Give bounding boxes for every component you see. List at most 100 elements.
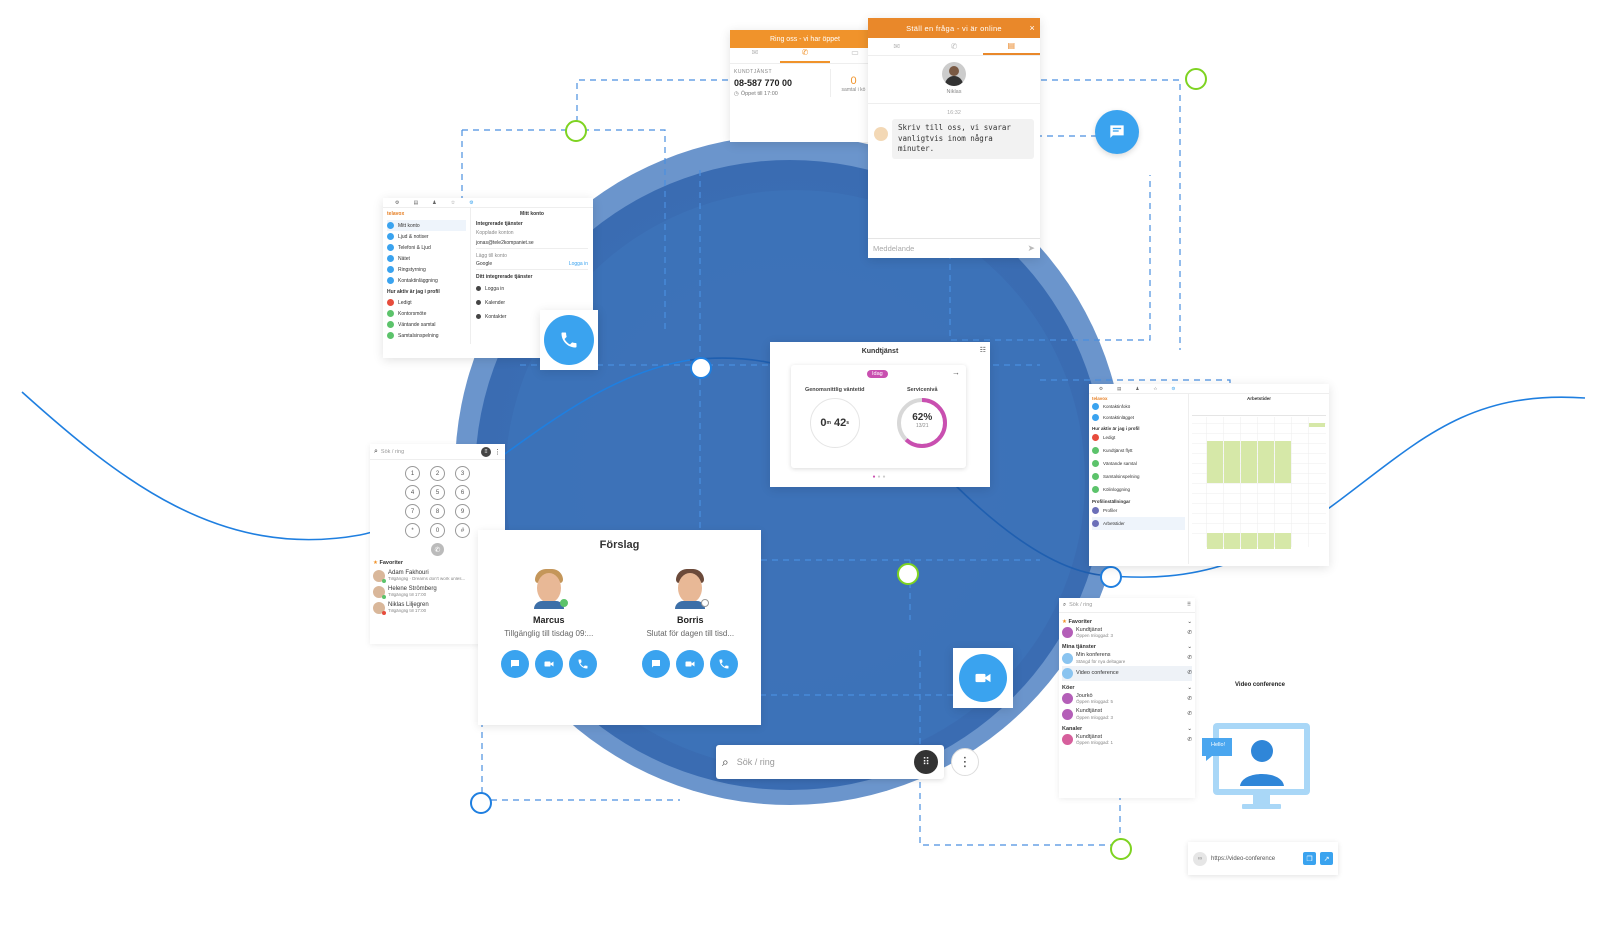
chevron-down-icon[interactable]: ⌄ [1187, 619, 1192, 625]
keypad-icon[interactable]: ⠿ [914, 750, 938, 774]
phone-button[interactable] [710, 650, 739, 678]
keypad-key[interactable]: 5 [430, 485, 445, 500]
toolbar-icon[interactable]: ☆ [1153, 386, 1158, 391]
chevron-down-icon[interactable]: ⌄ [1187, 684, 1192, 691]
add-account-button[interactable]: Logga in [568, 261, 588, 267]
video-button[interactable] [676, 650, 705, 678]
close-icon[interactable]: × [1029, 23, 1035, 33]
keypad-key[interactable]: 8 [430, 504, 445, 519]
video-button[interactable] [534, 650, 563, 678]
arrow-right-icon[interactable]: → [952, 368, 960, 377]
phone-icon[interactable]: ✆ [1187, 736, 1192, 743]
profile-setting-item[interactable]: Profiler [1092, 504, 1185, 517]
dialer-search[interactable]: ⌕ Sök / ring ⠿ ⋮ [370, 444, 505, 460]
phone-icon[interactable]: ✆ [950, 42, 958, 51]
phone-icon[interactable]: ✆ [1187, 655, 1192, 662]
toolbar-icon[interactable]: ♟ [432, 200, 437, 206]
chat-button[interactable] [500, 650, 529, 678]
profile-item[interactable]: Kundtjänst flytt [1092, 444, 1185, 457]
profile-item[interactable]: Kölinloggning [1092, 483, 1185, 496]
phone-icon[interactable]: ✆ [1187, 711, 1192, 718]
toolbar-icon[interactable]: ▤ [1117, 386, 1122, 391]
video-icon[interactable] [959, 654, 1007, 702]
copy-icon[interactable]: ❐ [1303, 852, 1316, 865]
keypad-icon[interactable]: ⠿ [1186, 602, 1191, 608]
keypad-key[interactable]: 2 [430, 466, 445, 481]
profile-item[interactable]: Kontorsmöte [387, 308, 466, 319]
dialer-search-input[interactable]: Sök / ring [380, 448, 405, 455]
keypad-key[interactable]: 7 [405, 504, 420, 519]
phone-icon[interactable]: ✆ [1187, 629, 1192, 636]
sidebar-item[interactable]: Nätet [387, 253, 466, 264]
schedule-block[interactable] [1241, 441, 1257, 483]
profile-item[interactable]: Väntande samtal [1092, 457, 1185, 470]
phone-icon[interactable] [544, 315, 594, 365]
chat-icon[interactable]: ▭ [851, 48, 859, 57]
mail-icon[interactable]: ✉ [751, 48, 759, 57]
phone-icon[interactable]: ✆ [1187, 695, 1192, 702]
external-link-icon[interactable]: ↗ [1320, 852, 1333, 865]
phone-icon[interactable]: ✆ [1187, 670, 1192, 677]
contact-item[interactable]: Video conference ✆ [1062, 665, 1192, 681]
more-icon[interactable]: ⋮ [494, 448, 501, 456]
profile-item[interactable]: Väntande samtal [387, 319, 466, 330]
keypad-key[interactable]: 1 [405, 466, 420, 481]
toolbar-icon[interactable]: ⚙ [469, 200, 474, 206]
chevron-down-icon[interactable]: ⌄ [1187, 644, 1192, 651]
profile-item[interactable]: Samtalsinspelning [1092, 470, 1185, 483]
schedule-block[interactable] [1224, 533, 1240, 549]
sidebar-item[interactable]: Kontaktinfokö [1092, 401, 1185, 412]
filter-icon[interactable]: ☷ [979, 347, 986, 354]
sidebar-item[interactable]: Kontaktinlägget [1092, 412, 1185, 423]
contacts-search-input[interactable]: Sök / ring [1069, 602, 1093, 608]
main-search-bar[interactable]: ⌕ Sök / ring ⠿ [716, 745, 944, 779]
schedule-block[interactable] [1224, 441, 1240, 483]
keypad-key[interactable]: 6 [455, 485, 470, 500]
schedule-block[interactable] [1207, 441, 1223, 483]
schedule-block[interactable] [1258, 533, 1274, 549]
profile-item[interactable]: Samtalsinspelning [387, 330, 466, 341]
conference-link[interactable]: https://video-conference [1211, 855, 1276, 862]
schedule-block[interactable] [1241, 533, 1257, 549]
sidebar-item[interactable]: Ljud & notiser [387, 231, 466, 242]
toolbar-icon[interactable]: ⚙ [1171, 386, 1176, 391]
mail-icon[interactable]: ✉ [893, 42, 901, 51]
contacts-search[interactable]: ⌕ Sök / ring ⠿ [1059, 598, 1195, 613]
keypad-key[interactable]: 3 [455, 466, 470, 481]
toolbar-icon[interactable]: ▤ [413, 200, 419, 206]
schedule-block[interactable] [1275, 441, 1291, 483]
call-button[interactable]: ✆ [431, 543, 444, 556]
period-badge[interactable]: Idag [867, 370, 888, 378]
toolbar-icon[interactable]: ☆ [450, 200, 456, 206]
chat-icon[interactable] [1095, 110, 1139, 154]
chat-button[interactable] [642, 650, 671, 678]
keypad-key[interactable]: 9 [455, 504, 470, 519]
toolbar-icon[interactable]: ⚙ [395, 200, 400, 206]
chat-icon[interactable]: ▤ [982, 38, 1040, 55]
sidebar-item[interactable]: Telefoni & Ljud [387, 242, 466, 253]
send-icon[interactable]: ➤ [1027, 243, 1035, 253]
schedule-block[interactable] [1275, 533, 1291, 549]
schedule-block[interactable] [1258, 441, 1274, 483]
keypad-icon[interactable]: ⠿ [481, 446, 491, 457]
keypad-key[interactable]: * [405, 523, 420, 538]
sidebar-item[interactable]: Mitt konto [387, 220, 466, 231]
more-button[interactable]: ⋮ [951, 748, 979, 776]
chevron-down-icon[interactable]: ⌄ [1187, 725, 1192, 732]
profile-setting-item[interactable]: Arbetstider [1092, 517, 1185, 530]
keypad-key[interactable]: # [455, 523, 470, 538]
sidebar-item[interactable]: Kontaktinläggning [387, 275, 466, 286]
service-item[interactable]: Kalender [476, 297, 588, 308]
toolbar-icon[interactable]: ♟ [1135, 386, 1140, 391]
profile-item[interactable]: Ledigt [387, 297, 466, 308]
keypad-key[interactable]: 0 [430, 523, 445, 538]
schedule-block[interactable] [1309, 423, 1325, 427]
profile-item[interactable]: Ledigt [1092, 431, 1185, 444]
chat-input[interactable]: Meddelande [873, 244, 915, 253]
service-item[interactable]: Kontakter [476, 311, 588, 322]
